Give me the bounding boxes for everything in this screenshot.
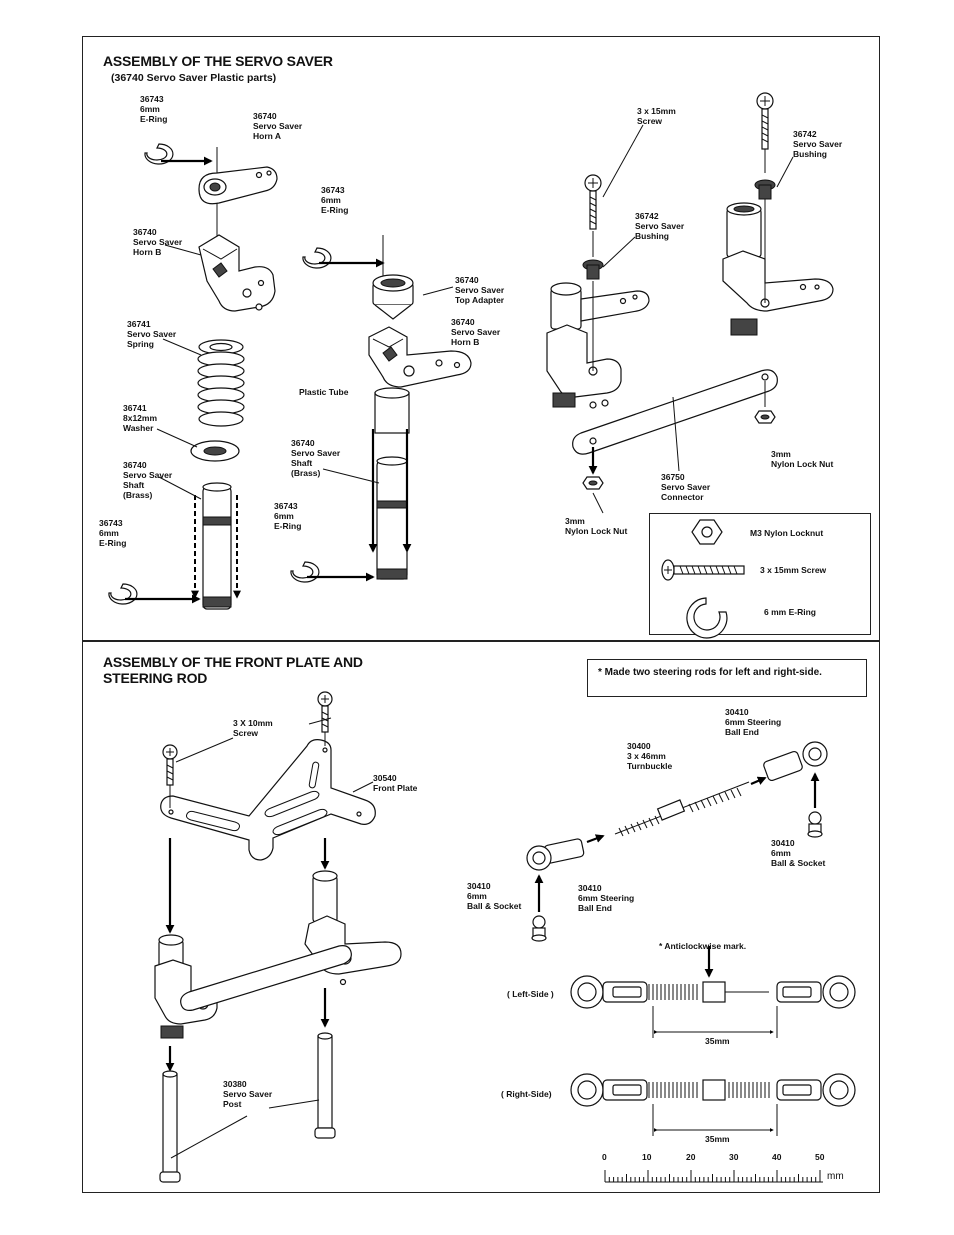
- screw-label: 3 X 10mm Screw: [233, 718, 273, 738]
- lock-nut-icon: [582, 476, 604, 490]
- e-ring-label: 36743 6mm E-Ring: [99, 518, 127, 548]
- plastic-tube-icon: [374, 387, 410, 434]
- shaft-label: 36740 Servo Saver Shaft (Brass): [291, 438, 341, 478]
- front-plate-diagram: [154, 691, 856, 1183]
- front-plate-title: ASSEMBLY OF THE FRONT PLATE AND STEERING…: [103, 654, 363, 686]
- ruler-tick-label: 10: [642, 1152, 652, 1162]
- ruler-unit-label: mm: [827, 1171, 844, 1182]
- ball-end-icon: [526, 838, 585, 871]
- connector-link-icon: [572, 369, 778, 455]
- e-ring-icon: [108, 583, 138, 605]
- washer-label: 36741 8x12mm Washer: [123, 403, 158, 433]
- e-ring-icon: [144, 143, 174, 165]
- screw-icon: [756, 92, 774, 150]
- bushing-label: 36742 Servo Saver Bushing: [635, 211, 685, 241]
- ruler-tick-label: 0: [602, 1152, 607, 1162]
- lock-nut-icon: [754, 410, 776, 424]
- bushing-icon: [754, 179, 776, 200]
- bushing-icon: [582, 259, 604, 280]
- top-adapter-icon: [372, 274, 414, 320]
- mm-ruler: [604, 1170, 823, 1183]
- legend-locknut-label: M3 Nylon Locknut: [750, 528, 824, 538]
- e-ring-icon: [290, 561, 320, 583]
- ball-socket-label: 30410 6mm Ball & Socket: [467, 881, 522, 911]
- right-side-label: ( Right-Side): [501, 1089, 552, 1099]
- turnbuckle-label: 30400 3 x 46mm Turnbuckle: [627, 741, 673, 771]
- screw-icon: [584, 174, 602, 230]
- nut-label: 3mm Nylon Lock Nut: [771, 449, 834, 469]
- lock-nut-icon: [691, 519, 723, 545]
- front-plate-icon: [160, 739, 376, 861]
- note-text: * Made two steering rods for left and ri…: [598, 667, 822, 678]
- servo-saver-assembly-icon: [546, 281, 650, 408]
- post-icon: [159, 1070, 181, 1183]
- ball-end-label: 30410 6mm Steering Ball End: [725, 707, 782, 737]
- ruler-tick-label: 20: [686, 1152, 696, 1162]
- shaft-brass-icon: [376, 456, 408, 580]
- e-ring-label: 36743 6mm E-Ring: [321, 185, 349, 215]
- nut-label: 3mm Nylon Lock Nut: [565, 516, 628, 536]
- horn-b-icon: [198, 234, 276, 312]
- servo-saver-title: ASSEMBLY OF THE SERVO SAVER: [103, 53, 333, 69]
- front-plate-label: 30540 Front Plate: [373, 773, 418, 793]
- servo-saver-assembly-icon: [722, 199, 834, 336]
- connector-label: 36750 Servo Saver Connector: [661, 472, 711, 502]
- anticlockwise-label: * Anticlockwise mark.: [659, 941, 747, 951]
- left-side-label: ( Left-Side ): [507, 989, 554, 999]
- horn-b-label: 36740 Servo Saver Horn B: [133, 227, 183, 257]
- legend-screw-label: 3 x 15mm Screw: [760, 565, 827, 575]
- post-label: 30380 Servo Saver Post: [223, 1079, 273, 1109]
- right-side-rod-icon: [570, 1073, 856, 1107]
- ball-socket-icon: [531, 915, 547, 942]
- washer-icon: [190, 440, 240, 462]
- ruler-tick-label: 40: [772, 1152, 782, 1162]
- ruler-tick-label: 30: [729, 1152, 739, 1162]
- horn-b-label: 36740 Servo Saver Horn B: [451, 317, 501, 347]
- servo-saver-diagram: [108, 92, 834, 610]
- spring-icon: [197, 339, 245, 427]
- turnbuckle-icon: [614, 781, 750, 837]
- horn-a-icon: [198, 166, 278, 205]
- e-ring-label: 36743 6mm E-Ring: [274, 501, 302, 531]
- ruler-tick-label: 50: [815, 1152, 825, 1162]
- screw-label: 3 x 15mm Screw: [637, 106, 676, 126]
- ball-end-label: 30410 6mm Steering Ball End: [578, 883, 635, 913]
- e-ring-label: 36743 6mm E-Ring: [140, 94, 168, 124]
- dimension-label: 35mm: [705, 1036, 730, 1046]
- plastic-tube-label: Plastic Tube: [299, 387, 349, 397]
- top-adapter-label: 36740 Servo Saver Top Adapter: [455, 275, 505, 305]
- dimension-label: 35mm: [705, 1134, 730, 1144]
- post-icon: [314, 1032, 336, 1139]
- legend-ering-label: 6 mm E-Ring: [764, 607, 816, 617]
- e-ring-icon: [302, 247, 332, 269]
- servo-saver-assembly-icon: [154, 870, 402, 1039]
- ball-end-icon: [763, 741, 828, 782]
- screw-icon: [317, 691, 333, 733]
- ball-socket-icon: [807, 811, 823, 838]
- bushing-label: 36742 Servo Saver Bushing: [793, 129, 843, 159]
- screw-icon: [162, 744, 178, 786]
- servo-saver-subtitle: (36740 Servo Saver Plastic parts): [111, 72, 277, 84]
- ball-socket-label: 30410 6mm Ball & Socket: [771, 838, 826, 868]
- shaft-label: 36740 Servo Saver Shaft (Brass): [123, 460, 173, 500]
- e-ring-icon: [686, 597, 728, 639]
- hardware-legend: M3 Nylon Locknut 3 x 15mm Screw 6 mm E-R…: [649, 513, 871, 639]
- left-side-rod-icon: [570, 975, 856, 1009]
- horn-a-label: 36740 Servo Saver Horn A: [253, 111, 303, 141]
- spring-label: 36741 Servo Saver Spring: [127, 319, 177, 349]
- shaft-brass-icon: [202, 482, 232, 610]
- front-plate-panel: ASSEMBLY OF THE FRONT PLATE AND STEERING…: [82, 641, 880, 1193]
- horn-b-icon: [368, 326, 472, 388]
- servo-saver-panel: ASSEMBLY OF THE SERVO SAVER (36740 Servo…: [82, 36, 880, 641]
- note-box: * Made two steering rods for left and ri…: [587, 659, 867, 697]
- screw-icon: [661, 559, 745, 581]
